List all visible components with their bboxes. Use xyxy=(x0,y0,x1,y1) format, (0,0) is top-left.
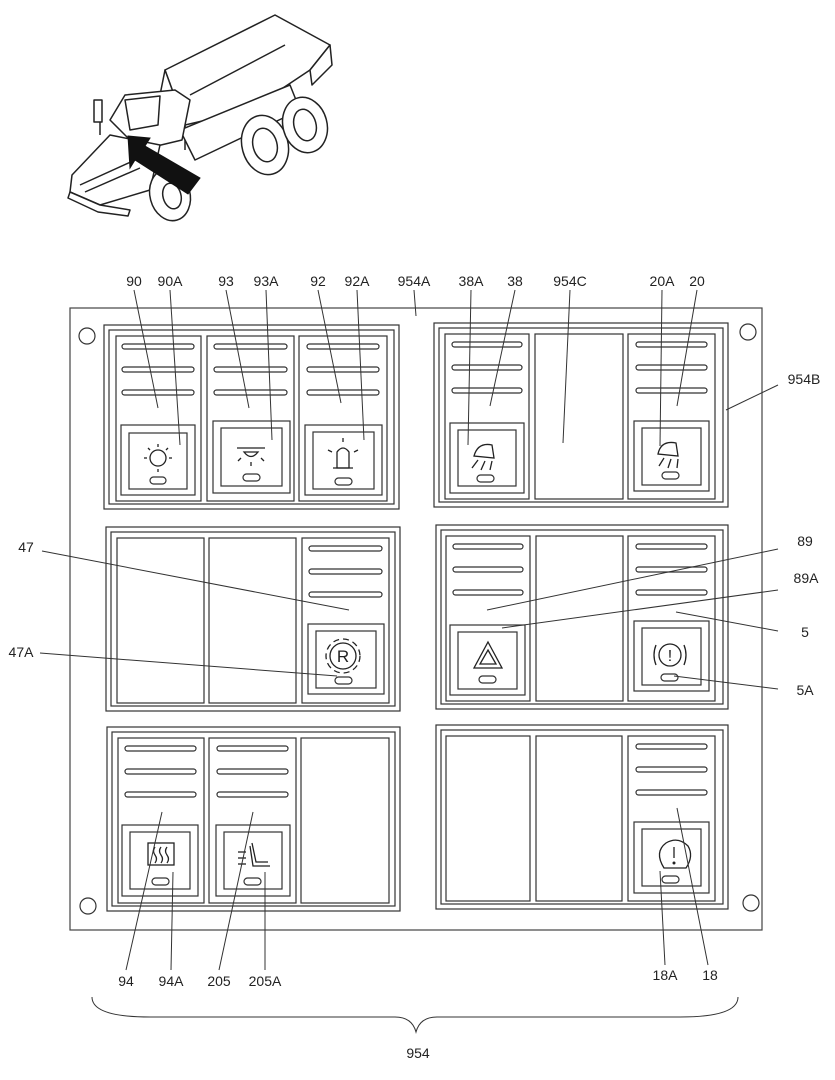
switch-blank xyxy=(535,735,623,902)
switch-94-heated-mirror[interactable] xyxy=(117,737,205,904)
ref-label: 47 xyxy=(18,539,34,555)
switch-5-warning[interactable]: ! xyxy=(627,535,716,702)
switch-93-interior-light[interactable] xyxy=(206,335,295,502)
panel-outline xyxy=(69,307,763,931)
switch-90-work-light[interactable] xyxy=(115,335,202,502)
svg-text:!: ! xyxy=(668,648,672,665)
mounting-hole xyxy=(742,894,760,912)
ref-label: 5 xyxy=(801,624,809,640)
ref-label: 5A xyxy=(796,682,814,698)
ref-label: 20A xyxy=(650,273,676,289)
interior-light-icon xyxy=(237,447,265,466)
beacon-icon xyxy=(327,438,359,469)
ref-label: 94 xyxy=(118,973,134,989)
mounting-hole xyxy=(739,323,757,341)
switch-blank xyxy=(300,737,390,904)
switch-20-front-work-light[interactable] xyxy=(627,333,716,500)
ref-label: 89 xyxy=(797,533,813,549)
work-light-icon xyxy=(144,444,172,472)
ref-label: 90A xyxy=(158,273,184,289)
ref-label: 20 xyxy=(689,273,705,289)
switch-blank xyxy=(208,537,297,704)
mounting-hole xyxy=(78,327,96,345)
switch-47-retarder[interactable]: R xyxy=(301,537,390,704)
hazard-triangle-icon xyxy=(472,640,504,669)
switch-blank xyxy=(116,537,205,704)
switch-38-rear-work-light[interactable] xyxy=(444,333,530,500)
retarder-icon: R xyxy=(325,638,361,674)
ref-label: 954 xyxy=(406,1045,430,1061)
brake-warning-icon xyxy=(658,839,692,869)
switch-blank xyxy=(535,535,624,702)
ref-label: 92A xyxy=(345,273,371,289)
ref-label: 89A xyxy=(794,570,820,586)
ref-label: 47A xyxy=(9,644,35,660)
ref-label: 93 xyxy=(218,273,234,289)
ref-label: 205 xyxy=(207,973,231,989)
mounting-hole xyxy=(79,897,97,915)
ref-label: 94A xyxy=(159,973,185,989)
ref-label: 954A xyxy=(398,273,431,289)
pointer-arrow xyxy=(127,135,201,195)
brace-954 xyxy=(91,996,739,1034)
switch-blank-954C xyxy=(534,333,624,500)
switch-89-hazard[interactable] xyxy=(445,535,531,702)
reference-labels: 90 90A 93 93A 92 92A 954A 38A 38 954C 20… xyxy=(9,273,821,1061)
ref-label: 954C xyxy=(553,273,586,289)
svg-text:R: R xyxy=(337,647,349,666)
ref-label: 90 xyxy=(126,273,142,289)
ref-label: 205A xyxy=(249,973,282,989)
rear-work-light-icon xyxy=(471,443,495,471)
ref-label: 92 xyxy=(310,273,326,289)
dump-truck-icon xyxy=(67,14,333,222)
ref-label: 93A xyxy=(254,273,280,289)
leader-lines xyxy=(39,289,779,971)
front-work-light-icon xyxy=(657,441,679,469)
ref-label: 954B xyxy=(788,371,821,387)
ref-label: 18A xyxy=(653,967,679,983)
ref-label: 38 xyxy=(507,273,523,289)
switch-18-brake-warning[interactable] xyxy=(627,735,716,902)
switch-blank xyxy=(445,735,531,902)
switch-205-heated-seat[interactable] xyxy=(208,737,297,904)
warning-icon: ! xyxy=(653,643,687,667)
switch-92-beacon[interactable] xyxy=(298,335,388,502)
ref-label: 38A xyxy=(459,273,485,289)
ref-label: 18 xyxy=(702,967,718,983)
